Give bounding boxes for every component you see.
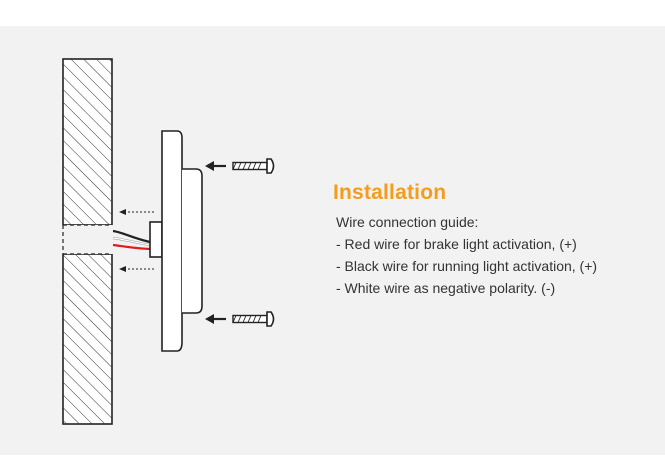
guide-line-black: - Black wire for running light activatio… [336,258,598,274]
guide-line-red: - Red wire for brake light activation, (… [336,236,577,252]
installation-info: Installation Wire connection guide: - Re… [333,181,653,299]
guide-line-white: - White wire as negative polarity. (-) [336,280,556,296]
installation-diagram [62,58,275,425]
guide-heading: Wire connection guide: [336,214,479,230]
section-title: Installation [333,181,447,204]
hatched-wall-icon [62,58,113,425]
screw-icon [205,311,275,327]
arrow-left-icon [119,209,155,272]
light-fixture [149,130,203,352]
wires [112,229,151,251]
screw-icon [205,158,275,174]
